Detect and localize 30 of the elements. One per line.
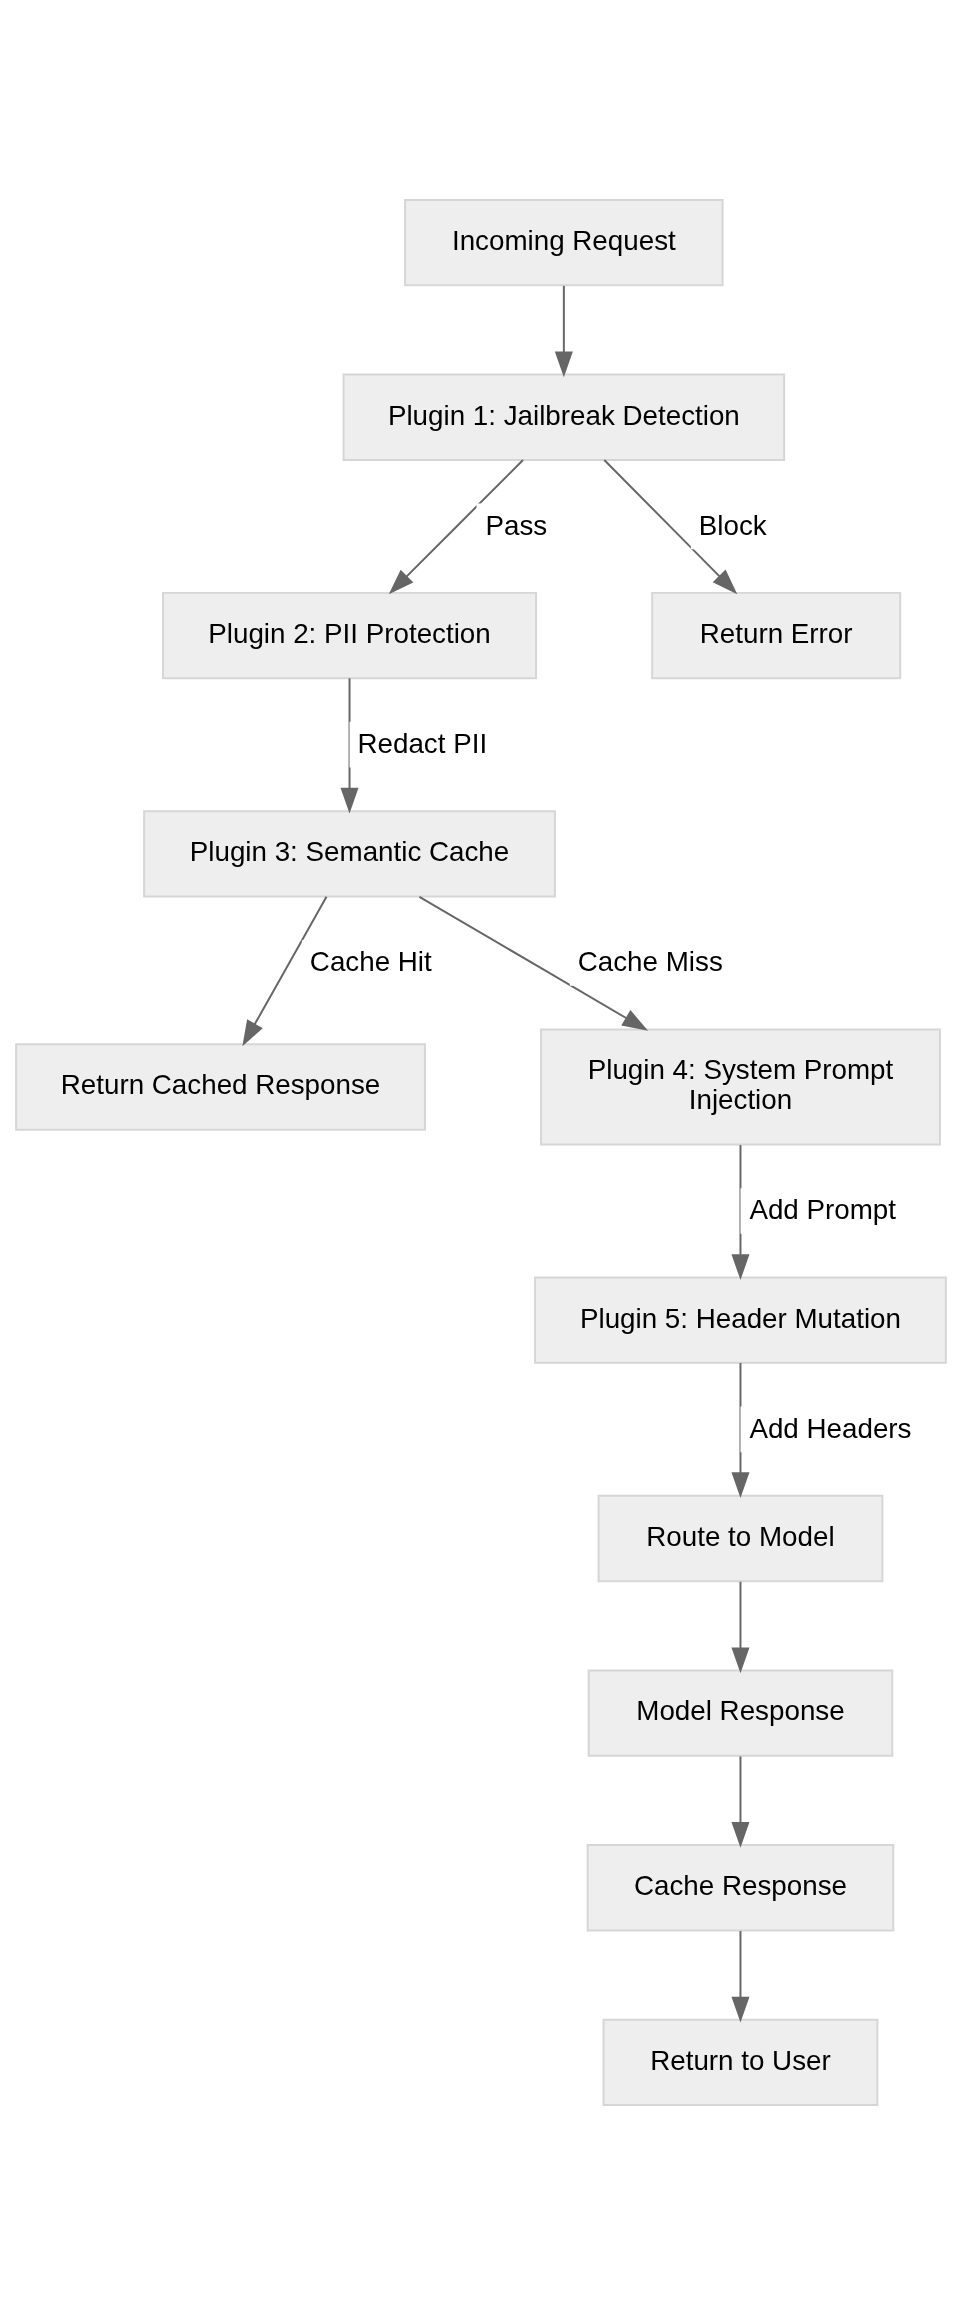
node-box: Return to User <box>602 2018 879 2106</box>
edge-label: Cache Hit <box>309 945 432 977</box>
node-box: Plugin 3: Semantic Cache <box>143 809 556 897</box>
arrow <box>603 458 738 594</box>
arrow <box>731 1361 750 1498</box>
arrow <box>731 1143 750 1280</box>
node-box: Plugin 1: Jailbreak Detection <box>342 373 786 461</box>
edge-label: Block <box>698 509 767 541</box>
arrow <box>242 895 328 1046</box>
arrow <box>388 458 524 594</box>
node-box: Incoming Request <box>404 198 724 286</box>
arrow <box>731 1929 750 2022</box>
arrow <box>731 1580 750 1673</box>
node-box: Cache Response <box>586 1843 895 1931</box>
arrow <box>340 676 359 813</box>
node-box: Plugin 2: PII Protection <box>162 591 538 679</box>
edge-label: Add Headers <box>749 1412 912 1444</box>
edge-label: Redact PII <box>357 727 488 759</box>
arrow <box>554 284 573 377</box>
node-box: Plugin 4: System Prompt Injection <box>540 1027 941 1146</box>
edge-label: Cache Miss <box>577 945 723 977</box>
edge-label: Add Prompt <box>749 1193 897 1225</box>
node-box: Route to Model <box>597 1494 884 1582</box>
arrow <box>418 895 649 1031</box>
node-box: Return Cached Response <box>15 1042 426 1131</box>
edge-label: Pass <box>485 509 548 541</box>
node-box: Model Response <box>587 1668 894 1757</box>
node-box: Plugin 5: Header Mutation <box>534 1276 947 1364</box>
node-box: Return Error <box>651 591 902 679</box>
arrow <box>731 1754 750 1848</box>
